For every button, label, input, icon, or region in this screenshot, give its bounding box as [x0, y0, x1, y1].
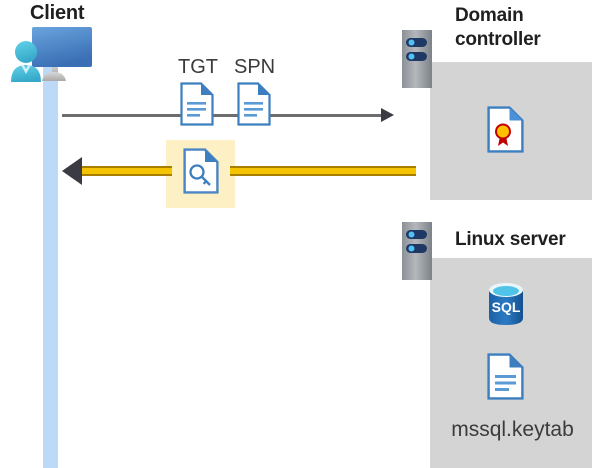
reply-arrow-head [62, 157, 82, 185]
linux-server-server-icon [402, 222, 432, 280]
tgt-label: TGT [178, 56, 218, 78]
spn-label: SPN [234, 56, 276, 78]
linux-server-title: Linux server [455, 229, 566, 250]
domain-controller-server-icon [402, 30, 432, 88]
sql-database-icon: SQL [486, 281, 526, 327]
spn-document-icon [237, 82, 271, 126]
certificate-document-icon [487, 106, 524, 153]
request-arrow-line [62, 114, 382, 117]
reply-arrow-line-right [230, 166, 416, 176]
domain-controller-title: Domain controller [455, 5, 541, 50]
tgt-document-icon [180, 82, 214, 126]
client-lifeline [43, 62, 58, 468]
keytab-document-icon [487, 353, 524, 400]
key-document-icon [183, 148, 219, 194]
user-computer-icon [8, 24, 96, 90]
svg-text:SQL: SQL [492, 299, 521, 315]
request-arrow-head [381, 108, 394, 122]
client-title: Client [30, 2, 85, 24]
reply-arrow-line-left [76, 166, 172, 176]
keytab-filename-label: mssql.keytab [451, 418, 574, 441]
